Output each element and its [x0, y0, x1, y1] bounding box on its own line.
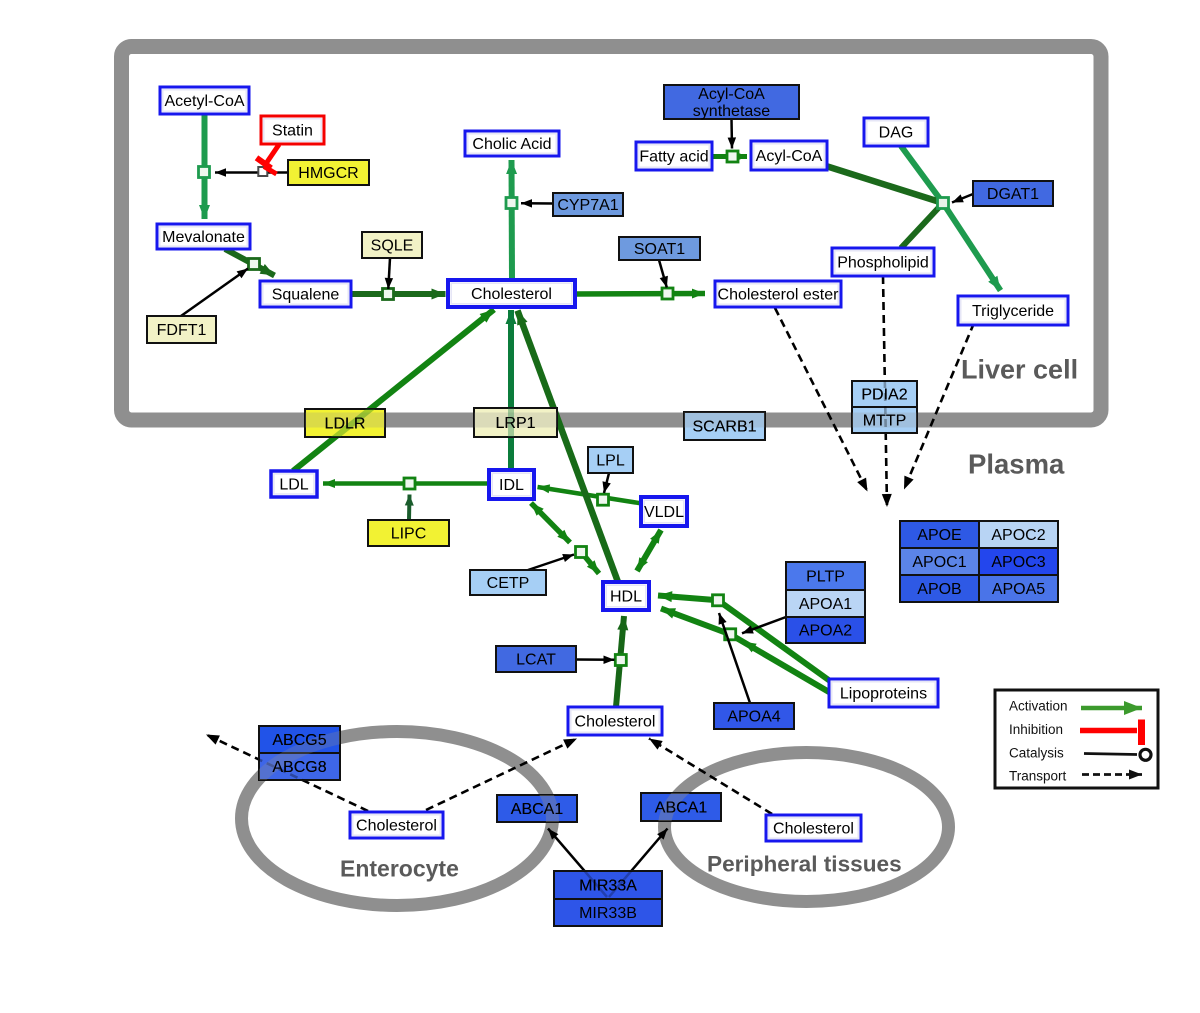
svg-text:Fatty acid: Fatty acid — [639, 149, 708, 166]
svg-text:Mevalonate: Mevalonate — [162, 229, 245, 246]
svg-text:LRP1: LRP1 — [495, 415, 535, 432]
svg-text:DGAT1: DGAT1 — [987, 186, 1039, 203]
svg-text:ABCA1: ABCA1 — [655, 800, 708, 817]
svg-text:HDL: HDL — [610, 589, 642, 606]
svg-text:Peripheral tissues: Peripheral tissues — [707, 852, 902, 877]
svg-text:Cholesterol: Cholesterol — [773, 821, 854, 838]
svg-text:Phospholipid: Phospholipid — [837, 255, 929, 272]
svg-text:FDFT1: FDFT1 — [157, 322, 207, 339]
svg-text:APOA5: APOA5 — [992, 581, 1045, 598]
svg-text:DAG: DAG — [879, 125, 914, 142]
svg-text:Acetyl-CoA: Acetyl-CoA — [164, 93, 244, 110]
svg-text:Triglyceride: Triglyceride — [972, 303, 1054, 320]
svg-text:PDIA2: PDIA2 — [861, 387, 907, 404]
svg-text:APOA4: APOA4 — [727, 709, 780, 726]
svg-text:Cholesterol: Cholesterol — [471, 286, 552, 303]
svg-text:MTTP: MTTP — [863, 413, 907, 430]
svg-text:APOB: APOB — [917, 581, 961, 598]
svg-text:APOA2: APOA2 — [799, 623, 852, 640]
svg-text:SCARB1: SCARB1 — [692, 419, 756, 436]
svg-text:Transport: Transport — [1009, 769, 1067, 784]
svg-text:Acyl-CoA: Acyl-CoA — [756, 148, 823, 165]
svg-text:Activation: Activation — [1009, 699, 1068, 714]
svg-text:ABCG5: ABCG5 — [272, 732, 326, 749]
svg-text:ABCA1: ABCA1 — [511, 801, 564, 818]
svg-text:CYP7A1: CYP7A1 — [557, 197, 618, 214]
svg-text:PLTP: PLTP — [806, 569, 845, 586]
svg-text:LDLR: LDLR — [325, 416, 366, 433]
svg-text:Catalysis: Catalysis — [1009, 746, 1064, 761]
svg-text:HMGCR: HMGCR — [298, 165, 358, 182]
svg-text:Enterocyte: Enterocyte — [340, 856, 459, 882]
svg-text:Cholesterol: Cholesterol — [356, 818, 437, 835]
svg-text:Liver cell: Liver cell — [961, 355, 1078, 385]
svg-text:SQLE: SQLE — [371, 238, 414, 255]
svg-text:MTTP: MTTP — [863, 413, 907, 430]
svg-text:Inhibition: Inhibition — [1009, 722, 1063, 737]
svg-text:APOC3: APOC3 — [991, 554, 1045, 571]
svg-text:SOAT1: SOAT1 — [634, 241, 685, 258]
svg-text:ABCG8: ABCG8 — [272, 759, 326, 776]
svg-text:APOC1: APOC1 — [912, 554, 966, 571]
svg-text:LIPC: LIPC — [391, 526, 427, 543]
svg-text:MIR33A: MIR33A — [579, 878, 637, 895]
svg-text:Cholic Acid: Cholic Acid — [472, 136, 551, 153]
svg-text:IDL: IDL — [499, 477, 524, 494]
svg-text:Lipoproteins: Lipoproteins — [840, 686, 927, 703]
svg-text:Statin: Statin — [272, 123, 313, 140]
svg-text:APOA1: APOA1 — [799, 596, 852, 613]
svg-text:VLDL: VLDL — [644, 504, 684, 521]
svg-text:MIR33A: MIR33A — [579, 878, 637, 895]
svg-text:LRP1: LRP1 — [495, 415, 535, 432]
svg-text:LCAT: LCAT — [516, 652, 556, 669]
svg-text:ABCA1: ABCA1 — [655, 800, 708, 817]
svg-text:SCARB1: SCARB1 — [692, 419, 756, 436]
svg-text:LDL: LDL — [279, 477, 308, 494]
svg-text:Plasma: Plasma — [968, 449, 1065, 480]
svg-text:APOE: APOE — [917, 527, 961, 544]
svg-text:PDIA2: PDIA2 — [861, 387, 907, 404]
svg-text:Acyl-CoA: Acyl-CoA — [698, 86, 765, 103]
svg-text:ABCA1: ABCA1 — [511, 801, 564, 818]
svg-text:ABCG5: ABCG5 — [272, 732, 326, 749]
svg-text:Cholesterol ester: Cholesterol ester — [718, 287, 840, 304]
svg-text:MIR33B: MIR33B — [579, 905, 637, 922]
svg-text:ABCG8: ABCG8 — [272, 759, 326, 776]
svg-text:LDLR: LDLR — [325, 416, 366, 433]
svg-text:synthetase: synthetase — [693, 103, 770, 120]
svg-text:Squalene: Squalene — [272, 287, 340, 304]
svg-text:Cholesterol: Cholesterol — [575, 714, 656, 731]
svg-text:LPL: LPL — [596, 453, 625, 470]
svg-text:CETP: CETP — [487, 575, 530, 592]
svg-text:APOC2: APOC2 — [991, 527, 1045, 544]
